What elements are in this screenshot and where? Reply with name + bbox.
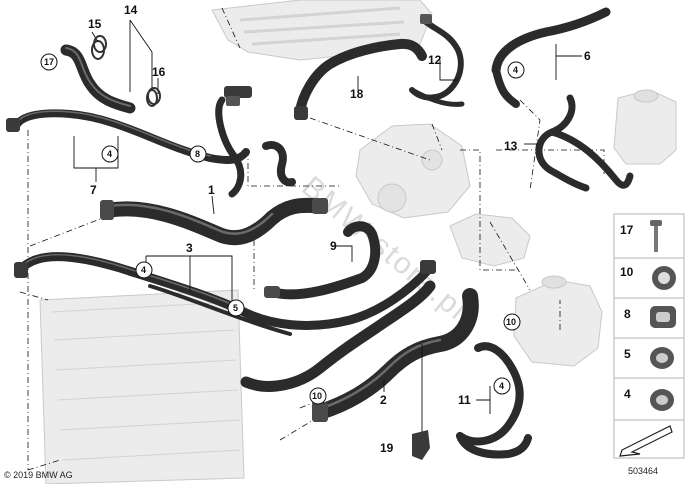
hose-11	[456, 342, 532, 459]
part-number-11: 11	[458, 393, 471, 407]
callout-8: 8	[189, 145, 207, 163]
svg-text:4: 4	[513, 65, 518, 75]
part-number-12: 12	[428, 53, 442, 67]
clip-icon	[650, 306, 676, 328]
gasket-16	[147, 87, 161, 105]
svg-text:8: 8	[624, 307, 631, 321]
callout-4-hose6: 4	[507, 61, 525, 79]
part-number-18: 18	[350, 87, 364, 101]
part-number-2: 2	[380, 393, 387, 407]
hose-1	[100, 197, 328, 246]
thermostat-housing	[449, 213, 531, 267]
hose-8	[215, 86, 252, 198]
svg-text:8: 8	[195, 149, 200, 159]
svg-text:4: 4	[624, 387, 631, 401]
callout-4-hose7: 4	[101, 145, 119, 163]
svg-text:10: 10	[312, 391, 322, 401]
expansion-tank-upper	[613, 89, 677, 165]
callout-4-hose11: 4	[493, 377, 511, 395]
clamp-icon	[652, 266, 676, 290]
gasket-15	[93, 35, 107, 53]
diagram-code: 503464	[628, 466, 658, 476]
radiator	[39, 289, 245, 484]
hose-18	[294, 38, 427, 120]
callout-4-hose3: 4	[135, 261, 153, 279]
engine-block	[211, 0, 433, 61]
svg-text:17: 17	[44, 57, 54, 67]
hose-9	[264, 221, 381, 300]
arrow-icon	[619, 425, 673, 457]
callout-10-radiator: 10	[309, 387, 327, 405]
part-number-16: 16	[152, 65, 166, 79]
hose-lower-long	[240, 280, 436, 392]
fastener-box-17	[613, 213, 685, 261]
svg-text:10: 10	[620, 265, 634, 279]
part-number-14: 14	[124, 3, 138, 17]
part-number-6: 6	[584, 49, 591, 63]
hose-13	[535, 94, 634, 192]
callout-5: 5	[227, 299, 245, 317]
hose-12	[409, 14, 465, 107]
part-number-7: 7	[90, 183, 97, 197]
hose-6	[491, 7, 611, 108]
svg-text:4: 4	[107, 149, 112, 159]
hose-17-outlet	[60, 40, 158, 114]
callout-17: 17	[40, 53, 58, 71]
part-number-1: 1	[208, 183, 215, 197]
clip-icon	[650, 347, 674, 369]
part-number-19: 19	[380, 441, 394, 455]
copyright: © 2019 BMW AG	[4, 470, 73, 480]
part-number-13: 13	[504, 139, 518, 153]
svg-text:5: 5	[233, 303, 238, 313]
expansion-tank-lower	[513, 275, 603, 367]
callout-10-tank: 10	[503, 313, 521, 331]
clip-icon	[650, 389, 674, 411]
part-number-15: 15	[88, 17, 102, 31]
hose-2	[312, 288, 479, 422]
fasteners-panel: 17 10 8 5 4	[613, 213, 685, 459]
svg-text:17: 17	[620, 223, 634, 237]
clip-19	[412, 430, 430, 460]
part-number-3: 3	[186, 241, 193, 255]
part-number-9: 9	[330, 239, 337, 253]
hose-7	[6, 109, 250, 164]
svg-text:10: 10	[506, 317, 516, 327]
svg-text:4: 4	[141, 265, 146, 275]
screw-icon	[650, 220, 662, 252]
svg-text:5: 5	[624, 347, 631, 361]
hose-small-center	[262, 141, 296, 187]
water-pump	[355, 123, 471, 219]
svg-text:4: 4	[499, 381, 504, 391]
